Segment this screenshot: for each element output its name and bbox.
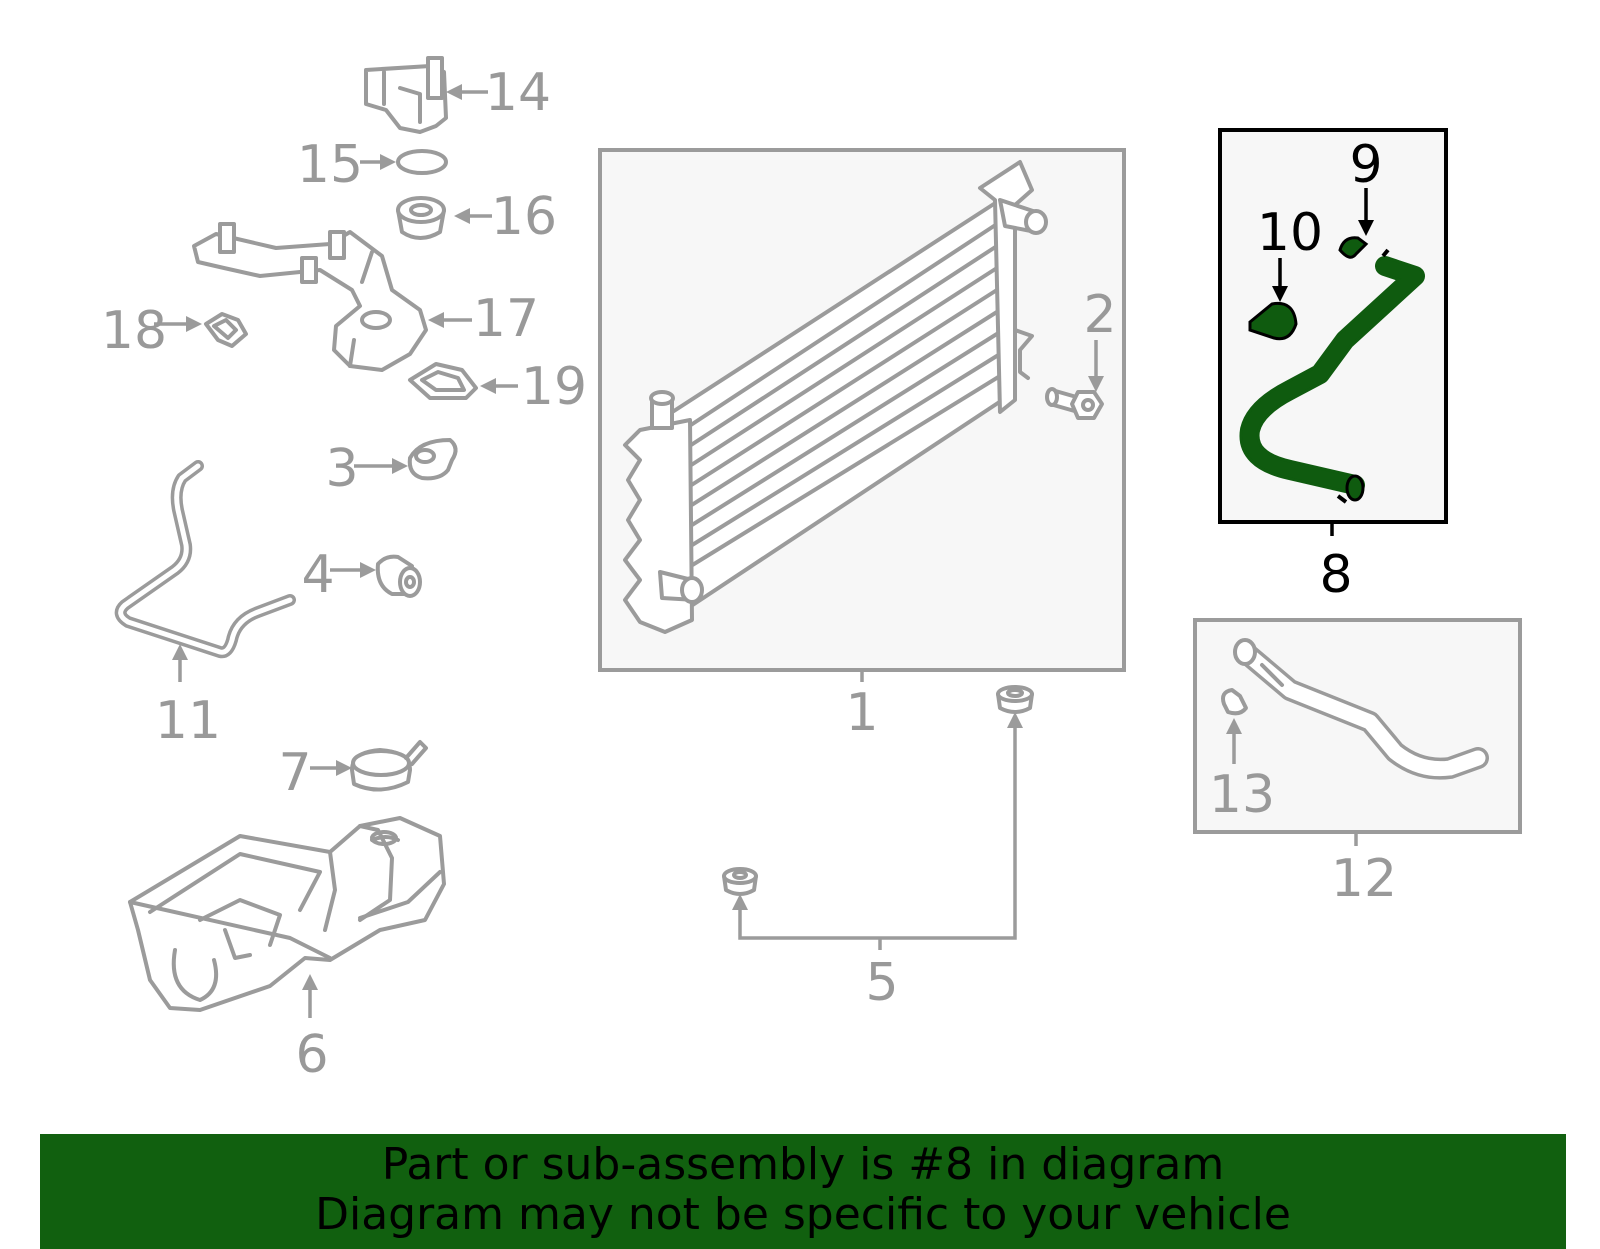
callout-11: 11 (155, 691, 221, 751)
callout-19: 19 (521, 357, 587, 417)
callout-13: 13 (1209, 765, 1275, 825)
gasket-19-part[interactable] (408, 362, 478, 400)
callout-7: 7 (278, 743, 311, 803)
reservoir-cap-part[interactable] (350, 740, 428, 792)
highlight-banner: Part or sub-assembly is #8 in diagram Di… (40, 1134, 1566, 1249)
o-ring-part[interactable] (396, 149, 448, 175)
callout-18: 18 (101, 301, 167, 361)
callout-17: 17 (473, 289, 539, 349)
reservoir-tank-part[interactable] (128, 816, 446, 1012)
bolt-part[interactable] (1045, 387, 1104, 420)
hose-box-12[interactable] (1193, 618, 1522, 834)
bracket-part[interactable] (192, 222, 428, 372)
banner-line-2: Diagram may not be specific to your vehi… (315, 1189, 1291, 1240)
callout-1: 1 (845, 683, 878, 743)
seal-part[interactable] (396, 196, 446, 240)
gasket-18-part[interactable] (204, 312, 248, 348)
callout-8: 8 (1319, 545, 1352, 605)
callout-5: 5 (865, 953, 898, 1013)
callout-10: 10 (1257, 203, 1323, 263)
callout-3: 3 (325, 439, 358, 499)
callout-15: 15 (297, 135, 363, 195)
cap-part[interactable] (407, 438, 458, 481)
radiator-group[interactable] (598, 148, 1126, 672)
banner-line-1: Part or sub-assembly is #8 in diagram (381, 1139, 1225, 1190)
callout-9: 9 (1349, 135, 1382, 195)
hose-assembly-box[interactable] (1218, 128, 1448, 524)
callout-2: 2 (1083, 285, 1116, 345)
callout-16: 16 (491, 187, 557, 247)
callout-12: 12 (1331, 849, 1397, 909)
outlet-housing-part[interactable] (364, 56, 448, 134)
bushing-part[interactable] (375, 554, 422, 598)
grommet-part-lower[interactable] (722, 867, 758, 896)
callout-4: 4 (301, 545, 334, 605)
grommet-part-upper[interactable] (996, 685, 1034, 714)
overflow-tube-part[interactable] (114, 460, 296, 659)
callout-6: 6 (295, 1025, 328, 1085)
callout-14: 14 (485, 63, 551, 123)
